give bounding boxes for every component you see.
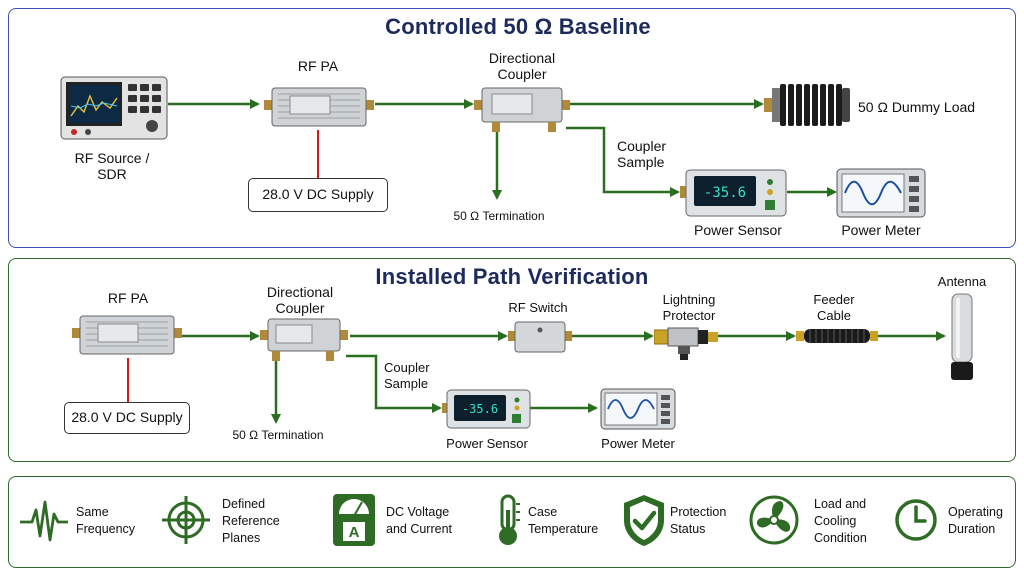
sensor-reading-baseline: -35.6 <box>704 185 746 201</box>
power-meter-label-installed: Power Meter <box>601 436 675 451</box>
legend-panel <box>8 476 1016 568</box>
rf-switch-device <box>508 321 572 353</box>
shield-check-icon <box>624 495 664 546</box>
antenna-device <box>951 293 973 380</box>
dc-supply-box-baseline: 28.0 V DC Supply <box>248 178 388 212</box>
rf-source-sdr-device <box>60 76 168 140</box>
legend-operating-duration: Operating Duration <box>892 486 1008 556</box>
sensor-reading-installed: -35.6 <box>462 402 498 416</box>
rf-pa-device-installed <box>72 315 182 355</box>
ammeter-icon: A <box>333 494 375 546</box>
dummy-load-label: 50 Ω Dummy Load <box>858 99 976 115</box>
power-sensor-label-baseline: Power Sensor <box>694 222 782 238</box>
legend-text: Same Frequency <box>76 505 136 536</box>
power-sensor-label-installed: Power Sensor <box>446 436 528 451</box>
lightning-protector-device <box>654 327 718 360</box>
termination-label-baseline: 50 Ω Termination <box>453 209 545 223</box>
legend-text: Load and Cooling Condition <box>814 496 867 545</box>
legend-case-temperature: Case Temperature <box>482 486 602 556</box>
dc-supply-box-installed: 28.0 V DC Supply <box>64 402 190 434</box>
rf-pa-label-baseline: RF PA <box>297 58 339 74</box>
rf-switch-label: RF Switch <box>508 300 568 315</box>
legend-text: Protection Status <box>670 505 727 536</box>
legend-same-frequency: Same Frequency <box>18 486 148 556</box>
directional-coupler-device-installed <box>260 318 348 361</box>
power-meter-label-baseline: Power Meter <box>841 222 921 238</box>
feeder-cable-device <box>796 329 878 343</box>
lightning-protector-label: Lightning Protector <box>662 292 716 323</box>
legend-text: Case Temperature <box>528 505 599 536</box>
rf-pa-device-baseline <box>264 87 374 127</box>
coupler-sample-label-baseline: Coupler Sample <box>617 138 667 170</box>
legend-text: DC Voltage and Current <box>386 505 453 536</box>
antenna-label: Antenna <box>937 274 987 289</box>
ammeter-glyph: A <box>349 524 360 541</box>
coupler-label-installed: Directional Coupler <box>266 284 334 316</box>
crosshair-icon <box>162 496 210 544</box>
rf-source-label: RF Source / SDR <box>74 150 150 182</box>
power-meter-device-installed <box>600 388 676 430</box>
coupler-label-baseline: Directional Coupler <box>488 50 556 82</box>
power-sensor-device-installed: -35.6 <box>442 389 531 429</box>
power-sensor-device-baseline: -35.6 <box>680 169 787 217</box>
dummy-load-device <box>764 84 850 126</box>
power-meter-device-baseline <box>836 168 926 218</box>
fan-icon <box>749 495 799 545</box>
legend-load-cooling: Load and Cooling Condition <box>748 486 878 556</box>
waveform-icon <box>20 500 68 542</box>
thermometer-icon <box>499 494 520 545</box>
termination-label-installed: 50 Ω Termination <box>232 428 324 442</box>
legend-text: Operating Duration <box>948 505 1003 536</box>
clock-icon <box>895 499 937 541</box>
coupler-sample-label-installed: Coupler Sample <box>384 360 430 391</box>
feeder-cable-label: Feeder Cable <box>813 292 855 323</box>
legend-protection-status: Protection Status <box>618 486 738 556</box>
legend-text: Defined Reference Planes <box>222 496 280 545</box>
rf-pa-label-installed: RF PA <box>107 290 149 306</box>
directional-coupler-device-baseline <box>474 87 570 132</box>
baseline-title: Controlled 50 Ω Baseline <box>385 14 651 39</box>
installed-title: Installed Path Verification <box>375 264 649 289</box>
legend-reference-planes: Defined Reference Planes <box>160 486 320 556</box>
legend-dc-voltage: A DC Voltage and Current <box>328 486 468 556</box>
